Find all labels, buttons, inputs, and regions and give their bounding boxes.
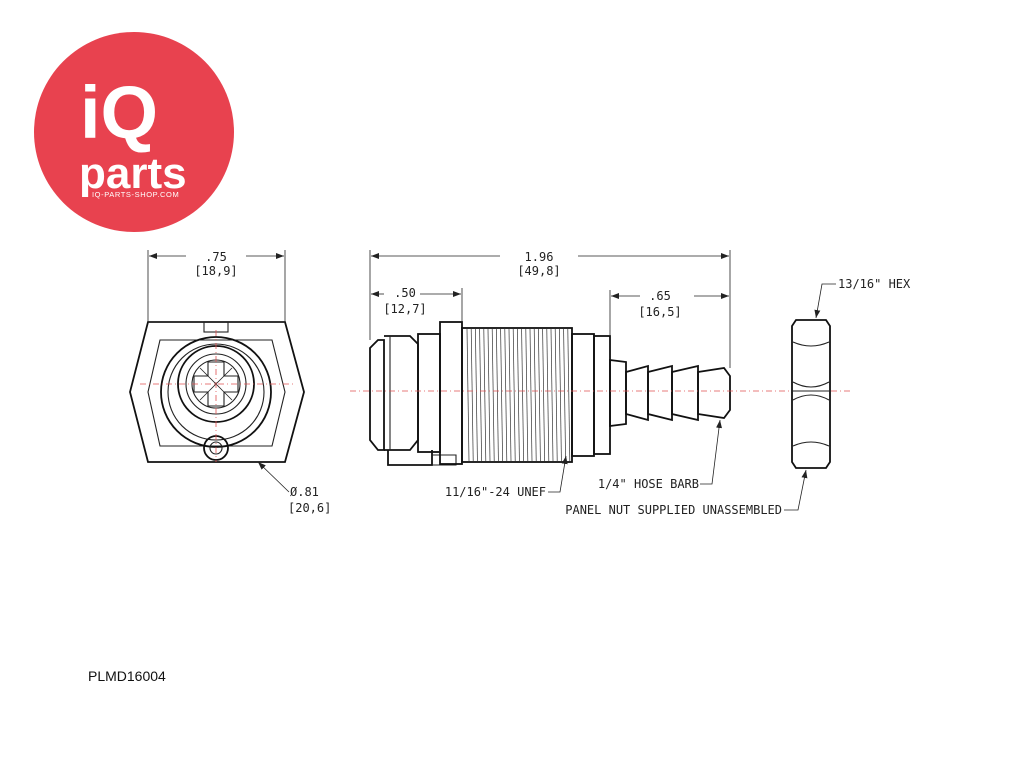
thread-line [512,328,516,462]
front-length-dimension: .50 [12,7] [371,286,463,322]
thread-line [559,328,562,462]
thread-line [567,328,571,462]
front-view [129,321,305,463]
thread-callout: 11/16"-24 UNEF [445,455,568,499]
panel-nut [791,319,831,469]
front-length-value: .50 [394,286,416,300]
thread-line [554,328,558,462]
panel-nut-callout: PANEL NUT SUPPLIED UNASSEMBLED [565,469,808,517]
diameter-callout: Ø.81 [20,6] [257,461,331,515]
thread-line [496,328,499,462]
overall-length-dimension: 1.96 [49,8] [369,250,731,368]
shoulder [571,333,595,457]
logo-site: IQ-PARTS-SHOP.COM [92,190,179,199]
diameter-mm: [20,6] [288,501,331,515]
front-width-dimension: .75 [18,9] [147,250,286,322]
front-width-mm: [18,9] [194,264,237,278]
hex-callout: 13/16" HEX [814,277,911,319]
logo-brand-top: iQ [80,71,158,154]
thread-line [500,328,503,462]
front-width-value: .75 [205,250,227,264]
hex-label: 13/16" HEX [838,277,911,291]
coupling-nose [369,339,385,451]
diameter-value: Ø.81 [290,485,319,499]
logo-circle [34,32,234,232]
front-hex-outline [129,321,305,463]
thread-line [470,328,474,462]
thread-line [479,328,482,462]
thread-line [546,328,550,462]
part-number: PLMD16004 [88,668,166,684]
hose-barb-callout: 1/4" HOSE BARB [598,419,722,491]
barb-tip [697,367,731,419]
panel-nut-label: PANEL NUT SUPPLIED UNASSEMBLED [565,503,782,517]
thread-line [529,328,533,462]
thread-line [487,328,491,462]
thread-line [491,328,495,462]
latch [387,450,433,466]
panel-nut-outline [791,319,831,469]
barb-length-mm: [16,5] [638,305,681,319]
thread-line [525,328,529,462]
overall-length-value: 1.96 [525,250,554,264]
barb-length-dimension: .65 [16,5] [609,289,729,336]
thread-line [517,328,520,462]
thread-line [563,328,566,462]
thread-line [475,328,478,462]
thread-line [542,328,545,462]
hose-barb-label: 1/4" HOSE BARB [598,477,699,491]
thread-line [521,328,524,462]
threads [466,328,571,462]
overall-length-mm: [49,8] [517,264,560,278]
thread-label: 11/16"-24 UNEF [445,485,546,499]
logo-brand-bottom: parts [79,149,187,198]
collar [417,333,441,453]
thread-line [538,328,541,462]
thread-line [533,328,537,462]
thread-line [483,328,487,462]
iq-parts-logo: iQ parts IQ-PARTS-SHOP.COM [34,32,234,232]
side-view [350,321,850,466]
barb-ring-2 [647,364,673,422]
barb-length-value: .65 [649,289,671,303]
thread-line [550,328,554,462]
thread-line [504,328,508,462]
barb-ring-1 [625,364,649,422]
thread-line [466,328,470,462]
thread-line [508,328,512,462]
front-length-mm: [12,7] [383,302,426,316]
barb-ring-3 [671,364,699,422]
